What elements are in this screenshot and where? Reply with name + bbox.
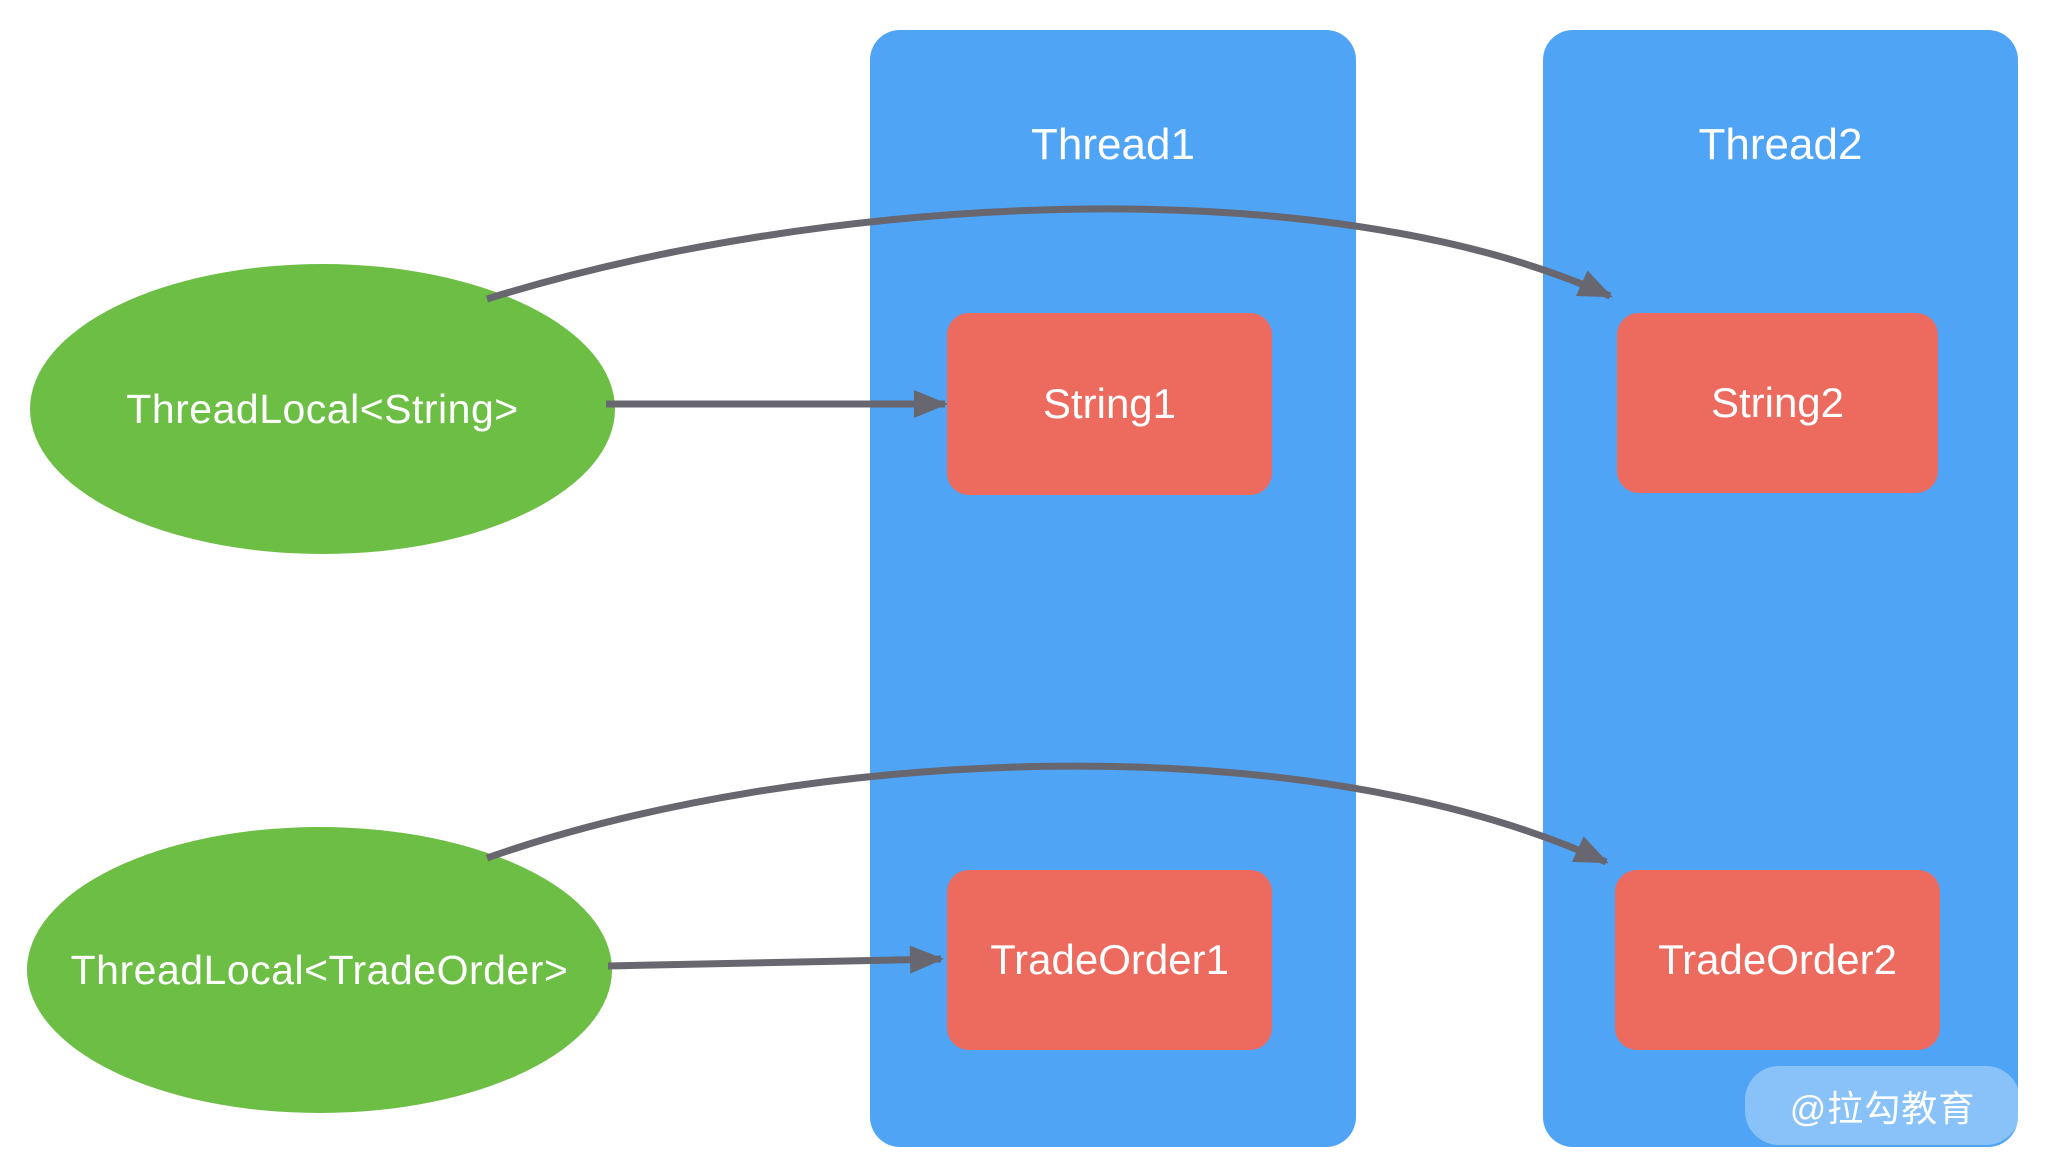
thread2-container: Thread2 String2 TradeOrder2 @拉勾教育: [1543, 30, 2020, 1147]
string2-box: String2: [1617, 313, 1938, 493]
watermark-text: @拉勾教育: [1789, 1087, 1976, 1129]
threadlocal-string-ellipse: ThreadLocal<String>: [30, 264, 615, 554]
tradeorder1-label: TradeOrder1: [990, 936, 1229, 983]
thread2-title: Thread2: [1698, 120, 1863, 169]
threadlocal-tradeorder-ellipse: ThreadLocal<TradeOrder>: [27, 827, 612, 1113]
string1-label: String1: [1042, 380, 1177, 427]
tradeorder2-label: TradeOrder2: [1658, 936, 1897, 983]
thread1-container: Thread1 String1 TradeOrder1: [870, 30, 1356, 1147]
watermark-badge: @拉勾教育: [1745, 1066, 2020, 1145]
string2-label: String2: [1710, 379, 1845, 426]
tradeorder2-box: TradeOrder2: [1615, 870, 1940, 1050]
thread1-title: Thread1: [1031, 120, 1195, 169]
tradeorder1-box: TradeOrder1: [947, 870, 1272, 1050]
threadlocal-tradeorder-label: ThreadLocal<TradeOrder>: [70, 946, 569, 993]
string1-box: String1: [947, 313, 1272, 495]
threadlocal-string-label: ThreadLocal<String>: [126, 385, 519, 432]
